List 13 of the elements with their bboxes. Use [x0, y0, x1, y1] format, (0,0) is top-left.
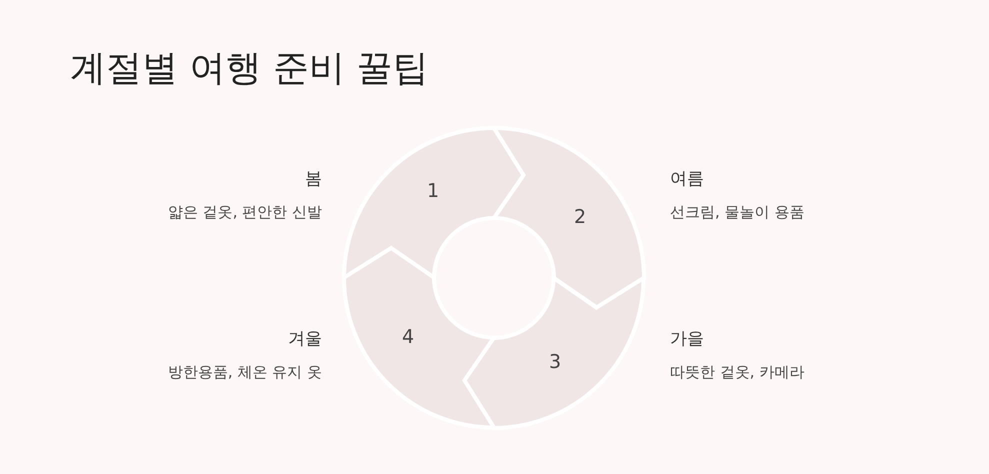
season-heading: 가을	[670, 328, 704, 350]
step-number: 4	[402, 326, 414, 348]
tip-text: 얇은 겉옷, 편안한 신발	[168, 203, 322, 222]
title: 계절별 여행 준비 꿀팁	[70, 47, 428, 91]
step-number: 2	[574, 206, 586, 228]
tip-text: 따뜻한 겉옷, 카메라	[670, 363, 804, 382]
season-heading: 여름	[670, 168, 704, 190]
season-heading: 겨울	[288, 328, 322, 350]
tip-text: 선크림, 물놀이 용품	[670, 203, 804, 222]
step-number: 3	[548, 351, 562, 373]
season-heading: 봄	[305, 168, 322, 190]
step-number: 1	[427, 180, 440, 202]
tip-text: 방한용품, 체온 유지 옷	[168, 362, 322, 382]
